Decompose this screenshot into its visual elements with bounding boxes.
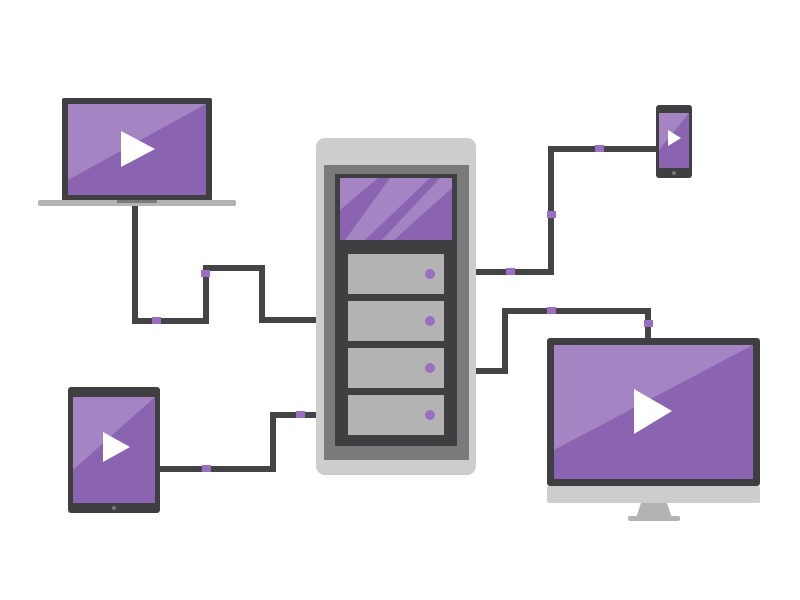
server-screen-glare [340,178,378,210]
server-screen-glare [345,178,430,240]
cable-connector [506,268,515,275]
cable-connector [547,211,556,218]
phone-screen-glare [659,113,689,150]
server-screen-glare [382,178,452,240]
play-icon [668,130,681,146]
play-icon [103,432,130,462]
cable-connector [547,307,556,314]
cable-connector [296,411,305,418]
server-status-light [425,363,435,373]
monitor-chin [547,486,760,503]
server-drive-bays [348,254,444,435]
server-status-light [425,269,435,279]
server-base [324,460,469,475]
monitor-foot [628,516,680,521]
server-rack-icon [316,138,476,475]
desktop-monitor-icon [547,338,760,521]
tablet-home-button [112,506,116,510]
cables [132,145,656,472]
play-icon [634,389,672,434]
cable-connector [152,317,161,324]
cable-tablet [160,412,316,472]
cable-connector [644,320,653,327]
server-status-light [425,410,435,420]
cable-connector [595,145,604,152]
cable-connector [202,465,211,472]
tablet-icon [68,387,160,513]
phone-home-button [672,171,676,175]
monitor-screen-glare [554,345,753,450]
tablet-screen-glare [73,397,155,470]
cable-connector [201,270,210,277]
cable-phone [476,146,656,275]
monitor-neck [636,503,672,518]
laptop-hinge [117,200,157,203]
smartphone-icon [656,105,692,178]
cable-laptop [132,206,316,324]
laptop-icon [38,98,236,206]
play-icon [121,131,155,167]
server-status-light [425,316,435,326]
